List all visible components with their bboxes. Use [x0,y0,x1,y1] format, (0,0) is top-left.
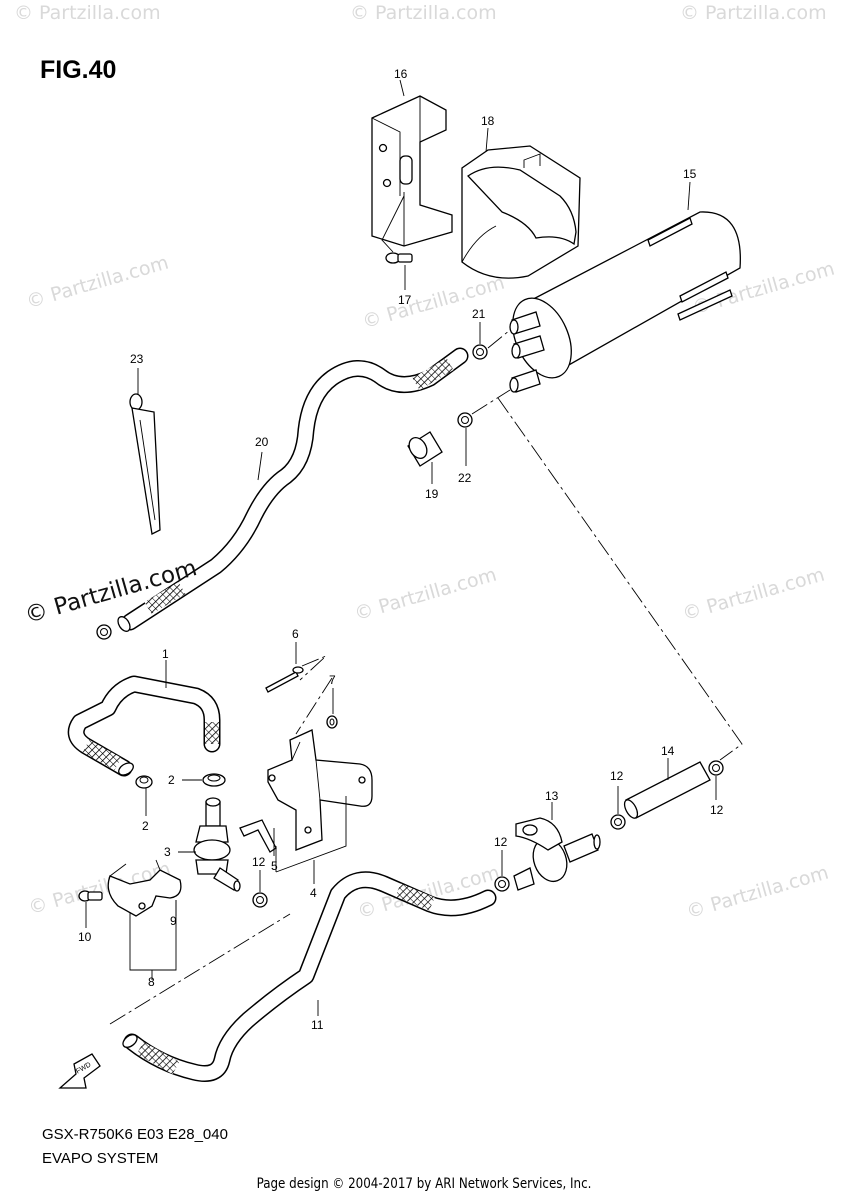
screw-17 [385,252,413,264]
callout-12: 12 [494,835,508,849]
callout-15: 15 [683,167,697,181]
washer-7 [326,715,338,729]
figure-title: FIG.40 [40,56,117,84]
callout-12: 12 [252,855,266,869]
valve-3 [193,797,241,892]
callout-12: 12 [710,803,724,817]
callout-9: 9 [170,914,177,928]
hose-11 [122,871,497,1082]
clamp-2-left [135,775,153,789]
canister-15 [509,211,741,393]
hose-1 [67,675,221,777]
hose-20 [117,347,469,632]
screw-10 [78,890,103,902]
callout-4: 4 [310,886,317,900]
cover-18 [461,145,581,279]
clamp-12-right [610,814,626,830]
clamp-12-lower-right [494,876,510,892]
callout-2: 2 [168,773,175,787]
system-name: EVAPO SYSTEM [42,1150,159,1167]
watermark: © Partzilla.com [14,2,161,24]
callout-12: 12 [610,769,624,783]
watermark: © Partzilla.com [350,2,497,24]
callout-8: 8 [148,975,155,989]
callout-1: 1 [162,647,169,661]
pin-6 [265,666,304,693]
callout-21: 21 [472,307,486,321]
valve-13 [513,817,601,891]
clamp-2-right [202,773,226,787]
callout-2: 2 [142,819,149,833]
callout-22: 22 [458,471,472,485]
callout-10: 10 [78,930,92,944]
callout-16: 16 [394,67,408,81]
callout-17: 17 [398,293,412,307]
callout-18: 18 [481,114,495,128]
clamp-12-upper [96,624,112,640]
clamp-12-far-right [708,760,724,776]
clamp-12-lower-left [252,892,268,908]
callout-13: 13 [545,789,559,803]
callout-20: 20 [255,435,269,449]
strap-23 [129,393,161,535]
callout-5: 5 [271,859,278,873]
clamp-21 [472,344,488,360]
page-credit: Page design © 2004-2017 by ARI Network S… [256,1176,592,1192]
hose-14 [623,761,711,819]
callout-3: 3 [164,845,171,859]
callout-11: 11 [311,1018,324,1032]
callout-19: 19 [425,487,439,501]
bracket-16 [371,95,453,247]
callout-14: 14 [661,744,675,758]
callout-6: 6 [292,627,299,641]
bracket-4 [267,729,373,851]
clip-5 [239,819,277,853]
callout-7: 7 [329,673,336,687]
watermark: © Partzilla.com [680,2,827,24]
clamp-9 [107,859,182,917]
cap-19 [407,431,443,467]
callout-23: 23 [130,352,144,366]
clamp-22 [457,412,473,428]
fwd-arrow-icon: FWD [58,1053,101,1089]
model-code: GSX-R750K6 E03 E28_040 [42,1126,228,1143]
